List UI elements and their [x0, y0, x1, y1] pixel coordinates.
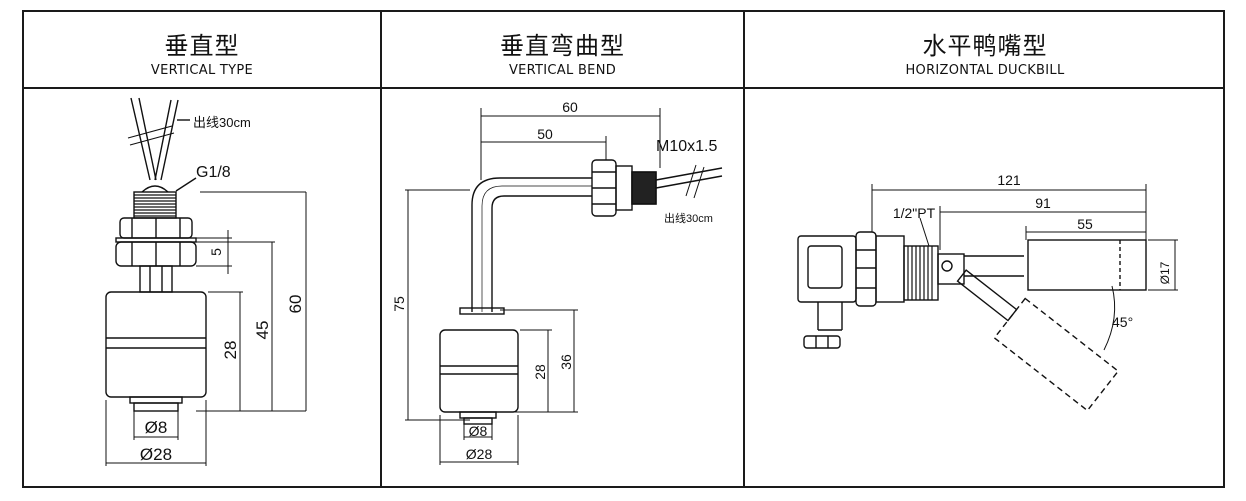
header-vertical-type: 垂直型 VERTICAL TYPE: [24, 12, 380, 87]
wire-icon: [154, 99, 179, 181]
float-body: [1027, 239, 1147, 291]
title-cn: 水平鸭嘴型: [922, 32, 1048, 60]
vertical-wire-label: 出线30cm: [193, 115, 251, 130]
pivot-icon: [941, 260, 953, 272]
bend-thread-label: M10x1.5: [656, 138, 717, 155]
column-divider: [743, 12, 745, 486]
vertical-dim-45: 45: [253, 321, 272, 340]
vertical-dim-28: 28: [221, 341, 240, 360]
duckbill-dim-121: 121: [997, 172, 1021, 188]
bend-dia-28: Ø28: [466, 446, 493, 462]
wire-icon: [655, 167, 723, 189]
vertical-dim-5: 5: [208, 248, 224, 256]
title-cn: 垂直型: [164, 32, 240, 60]
wire-icon: [130, 97, 157, 181]
bend-wire-label: 出线30cm: [664, 211, 713, 225]
vertical-dia-8: Ø8: [145, 418, 168, 437]
header-vertical-bend: 垂直弯曲型 VERTICAL BEND: [382, 12, 743, 87]
title-en: VERTICAL TYPE: [150, 63, 254, 78]
header-divider: [24, 87, 1223, 89]
bend-dim-75: 75: [391, 296, 407, 312]
spec-table: 垂直型 VERTICAL TYPE 垂直弯曲型 VERTICAL BEND 水平…: [22, 10, 1225, 488]
vertical-dia-28: Ø28: [140, 445, 172, 464]
bend-dim-60: 60: [562, 99, 578, 115]
duckbill-dia-17: Ø17: [1158, 261, 1172, 284]
duckbill-thread-label: 1/2"PT: [893, 205, 936, 221]
column-divider: [380, 12, 382, 486]
bend-dia-8: Ø8: [469, 423, 488, 439]
vertical-thread-label: G1/8: [196, 164, 231, 181]
title-en: VERTICAL BEND: [508, 63, 617, 78]
bent-tube: [471, 177, 592, 312]
title-en: HORIZONTAL DUCKBILL: [905, 63, 1065, 78]
bend-dim-50: 50: [537, 126, 553, 142]
duckbill-angle-label: 45°: [1112, 314, 1133, 330]
header-horizontal-duckbill: 水平鸭嘴型 HORIZONTAL DUCKBILL: [745, 12, 1225, 87]
thread-body: [903, 245, 939, 301]
title-cn: 垂直弯曲型: [500, 32, 625, 60]
hex-nut: [855, 231, 877, 307]
duckbill-dim-91: 91: [1035, 195, 1051, 211]
vertical-dim-60: 60: [286, 295, 305, 314]
bend-dim-28: 28: [532, 364, 548, 380]
duckbill-dim-55: 55: [1077, 216, 1093, 232]
bend-dim-36: 36: [558, 354, 574, 370]
